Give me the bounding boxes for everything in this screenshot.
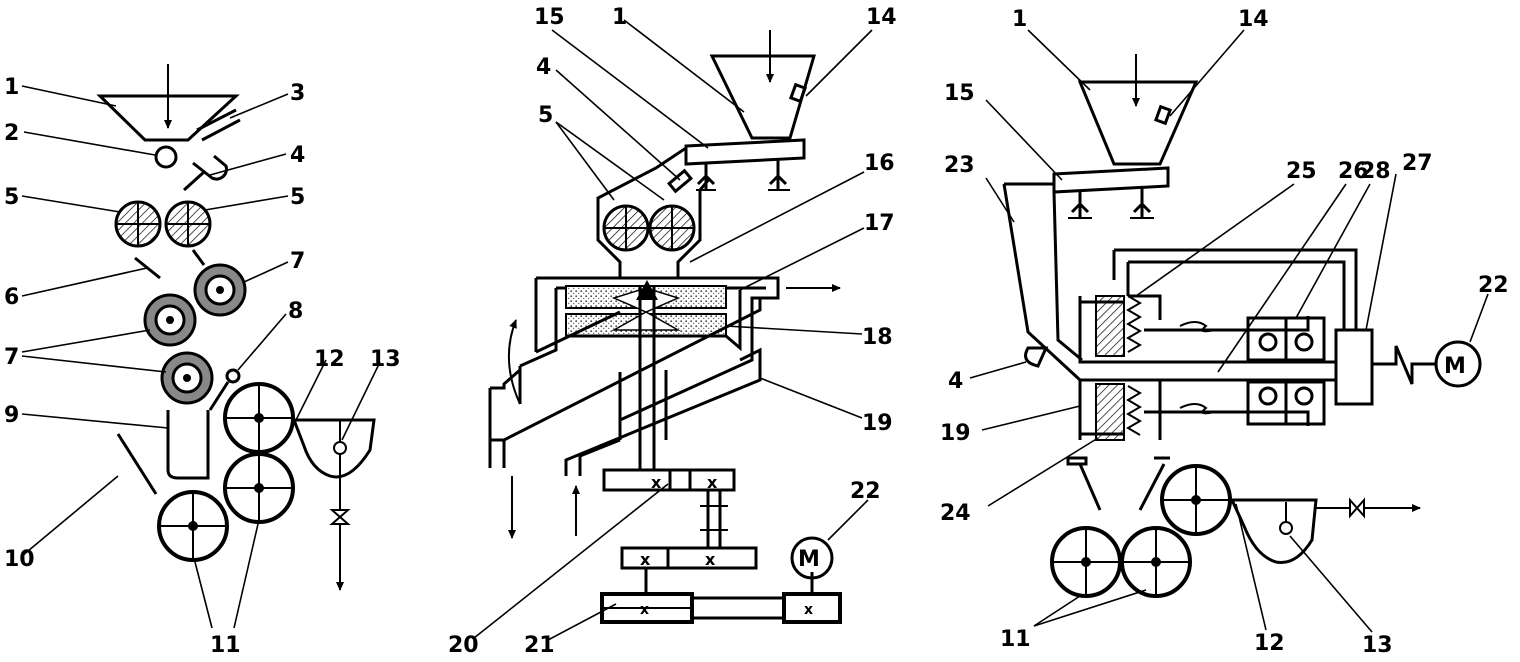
label-1: 1 (1012, 7, 1027, 32)
label-7: 7 (290, 249, 305, 274)
feeder-roller (154, 145, 178, 169)
label-6: 6 (4, 285, 19, 310)
left-panel: 1 2 3 4 5 5 6 7 7 8 9 10 11 12 13 (4, 64, 401, 658)
motor-symbol: M (1444, 354, 1466, 379)
middle-panel: x x x x x x M 15 (448, 5, 897, 658)
label-11: 11 (210, 633, 241, 658)
label-4: 4 (948, 369, 963, 394)
label-12: 12 (314, 347, 345, 372)
svg-text:x: x (651, 473, 662, 492)
label-16: 16 (864, 151, 895, 176)
label-27: 27 (1402, 151, 1433, 176)
label-22: 22 (1478, 273, 1509, 298)
label-1: 1 (4, 75, 19, 100)
label-25: 25 (1286, 159, 1317, 184)
label-14: 14 (1238, 7, 1269, 32)
label-10: 10 (4, 547, 35, 572)
motor (1434, 340, 1482, 388)
coupling (1334, 328, 1374, 406)
output-rolls (1050, 464, 1232, 598)
label-13: 13 (1362, 633, 1393, 658)
label-15: 15 (944, 81, 975, 106)
trough (291, 418, 376, 479)
hopper (96, 94, 240, 142)
output-rolls (157, 382, 295, 562)
chute (1002, 182, 1083, 382)
label-13: 13 (370, 347, 401, 372)
label-28: 28 (1360, 159, 1391, 184)
label-23: 23 (944, 153, 975, 178)
svg-text:x: x (804, 602, 813, 618)
svg-text:x: x (705, 550, 716, 569)
motor (790, 536, 834, 580)
classifier-pipe (488, 310, 621, 468)
motor-symbol: M (798, 547, 820, 572)
label-20: 20 (448, 633, 479, 658)
label-2: 2 (4, 121, 19, 146)
mill-housing (519, 276, 780, 422)
label-8: 8 (288, 299, 303, 324)
label-7b: 7 (4, 345, 19, 370)
label-22: 22 (850, 479, 881, 504)
label-15: 15 (534, 5, 565, 30)
vibrating-feeder (1052, 166, 1170, 194)
vibrating-feeder (684, 138, 806, 166)
label-19: 19 (862, 411, 893, 436)
label-19: 19 (940, 421, 971, 446)
label-17: 17 (864, 211, 895, 236)
right-panel: M (940, 7, 1509, 658)
trough (1229, 498, 1318, 565)
label-9: 9 (4, 403, 19, 428)
label-5b: 5 (290, 185, 305, 210)
grinding-rolls (143, 263, 247, 405)
label-21: 21 (524, 633, 555, 658)
label-1: 1 (612, 5, 627, 30)
chute (166, 410, 210, 480)
hopper (1077, 80, 1199, 166)
svg-text:x: x (640, 550, 651, 569)
magnet (182, 154, 228, 192)
label-14: 14 (866, 5, 897, 30)
label-5: 5 (4, 185, 19, 210)
crusher-housing (596, 146, 712, 278)
label-18: 18 (862, 325, 893, 350)
label-5: 5 (538, 103, 553, 128)
label-24: 24 (940, 501, 971, 526)
label-3: 3 (290, 81, 305, 106)
label-12: 12 (1254, 631, 1285, 656)
label-4: 4 (290, 143, 305, 168)
svg-text:x: x (707, 473, 718, 492)
label-26: 26 (1338, 159, 1369, 184)
hopper (709, 54, 817, 140)
label-11: 11 (1000, 627, 1031, 652)
svg-text:x: x (640, 602, 649, 618)
label-4: 4 (536, 55, 551, 80)
